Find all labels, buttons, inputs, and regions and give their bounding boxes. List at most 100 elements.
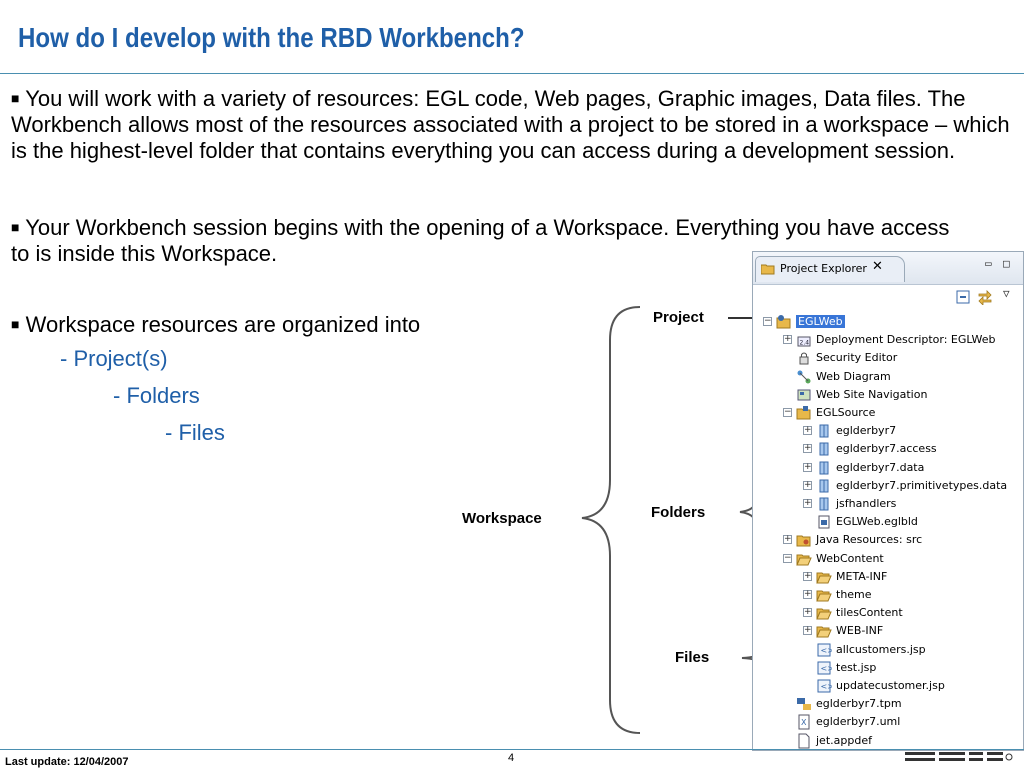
expand-icon[interactable]: +: [803, 461, 812, 472]
svg-text:2.4: 2.4: [800, 340, 810, 347]
tree-item-label: Web Site Navigation: [816, 387, 928, 401]
tree-item-label: eglderbyr7.access: [836, 442, 937, 456]
expand-icon[interactable]: +: [803, 625, 812, 636]
explorer-toolbar: ▽: [753, 285, 1023, 309]
tree-item-label: META-INF: [836, 569, 888, 583]
collapse-icon[interactable]: −: [763, 316, 772, 326]
folder-icon: [816, 608, 832, 620]
package-icon: [819, 497, 829, 511]
tree-item-label: Java Resources: src: [816, 533, 923, 547]
jsp-file-icon: <>: [817, 643, 833, 657]
tree-item-label: eglderbyr7.uml: [816, 715, 901, 729]
folder-open-icon: [796, 554, 812, 566]
expand-icon[interactable]: +: [803, 498, 812, 508]
label-folders: Folders: [651, 504, 706, 521]
maximize-icon[interactable]: □: [1003, 257, 1010, 270]
tree-item-label: tilesContent: [836, 606, 903, 620]
svg-text:<>: <>: [821, 664, 833, 673]
tree-item-label: jet.appdef: [816, 733, 872, 747]
page-title: How do I develop with the RBD Workbench?: [18, 22, 525, 53]
explorer-folder-icon: [761, 264, 775, 275]
tree-item-label: Deployment Descriptor: EGLWeb: [816, 333, 996, 347]
collapse-all-icon[interactable]: [955, 289, 971, 305]
expand-icon[interactable]: +: [803, 479, 812, 490]
folder-icon: [816, 572, 832, 584]
expand-icon[interactable]: +: [783, 534, 792, 545]
tree-item-label: WEB-INF: [836, 624, 884, 638]
jsp-file-icon: <>: [817, 679, 833, 693]
expand-icon[interactable]: +: [803, 425, 812, 436]
tree-item-label: allcustomers.jsp: [836, 642, 926, 656]
tree-item-label: WebContent: [816, 551, 884, 565]
expand-icon[interactable]: +: [783, 334, 792, 345]
bullet-marker: ■: [11, 316, 20, 332]
explorer-header: Project Explorer ✕ ▭ □: [753, 252, 1023, 285]
bullet-organized: ■ Workspace resources are organized into: [11, 311, 611, 338]
workspace-brace: [581, 306, 641, 734]
package-icon: [819, 442, 829, 456]
hierarchy-projects: - Project(s): [60, 346, 168, 371]
build-file-icon: [818, 515, 830, 529]
navigation-icon: [797, 389, 811, 401]
bullet-organized-text: Workspace resources are organized into: [25, 312, 421, 337]
expand-icon[interactable]: +: [803, 589, 812, 599]
link-with-editor-icon[interactable]: [977, 289, 993, 305]
tree-item-label: jsfhandlers: [836, 497, 897, 510]
close-icon[interactable]: ✕: [872, 259, 883, 274]
svg-text:<>: <>: [821, 646, 833, 655]
project-explorer-panel: Project Explorer ✕ ▭ □ ▽ − EGLWeb +2.4 Depl…: [752, 251, 1024, 751]
package-icon: [819, 461, 829, 475]
collapse-icon[interactable]: −: [783, 552, 792, 563]
tree-item-label: updatecustomer.jsp: [836, 679, 945, 692]
tab-project-explorer[interactable]: Project Explorer ✕: [755, 256, 905, 282]
collapse-icon[interactable]: −: [783, 407, 792, 417]
folder-icon: [816, 626, 832, 638]
tree-item-label: EGLWeb.eglbld: [836, 515, 918, 529]
logo-mark: [905, 752, 1013, 761]
hierarchy-folders: - Folders: [113, 383, 200, 408]
svg-text:<>: <>: [821, 682, 833, 691]
package-icon: [819, 424, 829, 438]
project-icon: [776, 315, 791, 329]
tree-item-label: theme: [836, 588, 872, 601]
tree-item-label: eglderbyr7: [836, 424, 897, 438]
bullet-marker: ■: [11, 90, 20, 106]
footer-divider: [0, 749, 1024, 750]
package-icon: [819, 479, 829, 493]
file-icon: [798, 733, 810, 749]
tree-item-label: Security Editor: [816, 351, 898, 365]
descriptor-icon: 2.4: [797, 336, 811, 347]
java-resources-icon: [796, 535, 811, 547]
security-icon: [799, 352, 809, 365]
label-workspace: Workspace: [462, 510, 542, 527]
bullet-resources: ■ You will work with a variety of resour…: [11, 85, 1011, 164]
tree-item-label: eglderbyr7.tpm: [816, 697, 902, 711]
tree-item-label: eglderbyr7.data: [836, 460, 925, 474]
bullet-marker: ■: [11, 219, 20, 235]
folder-icon: [816, 590, 832, 602]
svg-text:X: X: [801, 718, 807, 727]
expand-icon[interactable]: +: [803, 607, 812, 618]
view-menu-icon[interactable]: ▽: [1003, 287, 1010, 300]
label-project: Project: [653, 309, 704, 326]
jsp-file-icon: <>: [817, 661, 833, 675]
bullet-session-text: Your Workbench session begins with the o…: [11, 215, 950, 266]
tree-item-label: EGLSource: [816, 406, 876, 419]
diagram-icon: [797, 370, 811, 384]
uml-file-icon: X: [798, 714, 810, 730]
bullet-resources-text: You will work with a variety of resource…: [11, 86, 1010, 163]
tree-item-label: test.jsp: [836, 660, 877, 674]
minimize-icon[interactable]: ▭: [985, 257, 992, 270]
hierarchy-files: - Files: [165, 420, 225, 445]
title-divider: [0, 73, 1024, 74]
tree-item-label: Web Diagram: [816, 369, 891, 383]
bullet-session: ■ Your Workbench session begins with the…: [11, 214, 971, 267]
source-folder-icon: [796, 406, 811, 420]
expand-icon[interactable]: +: [803, 443, 812, 454]
last-update: Last update: 12/04/2007: [5, 756, 129, 768]
page-number: 4: [508, 752, 515, 764]
tree-item-label: EGLWeb: [796, 315, 845, 328]
expand-icon[interactable]: +: [803, 570, 812, 581]
tree-item-label: eglderbyr7.primitivetypes.data: [836, 478, 1008, 492]
tab-label: Project Explorer: [780, 262, 867, 275]
